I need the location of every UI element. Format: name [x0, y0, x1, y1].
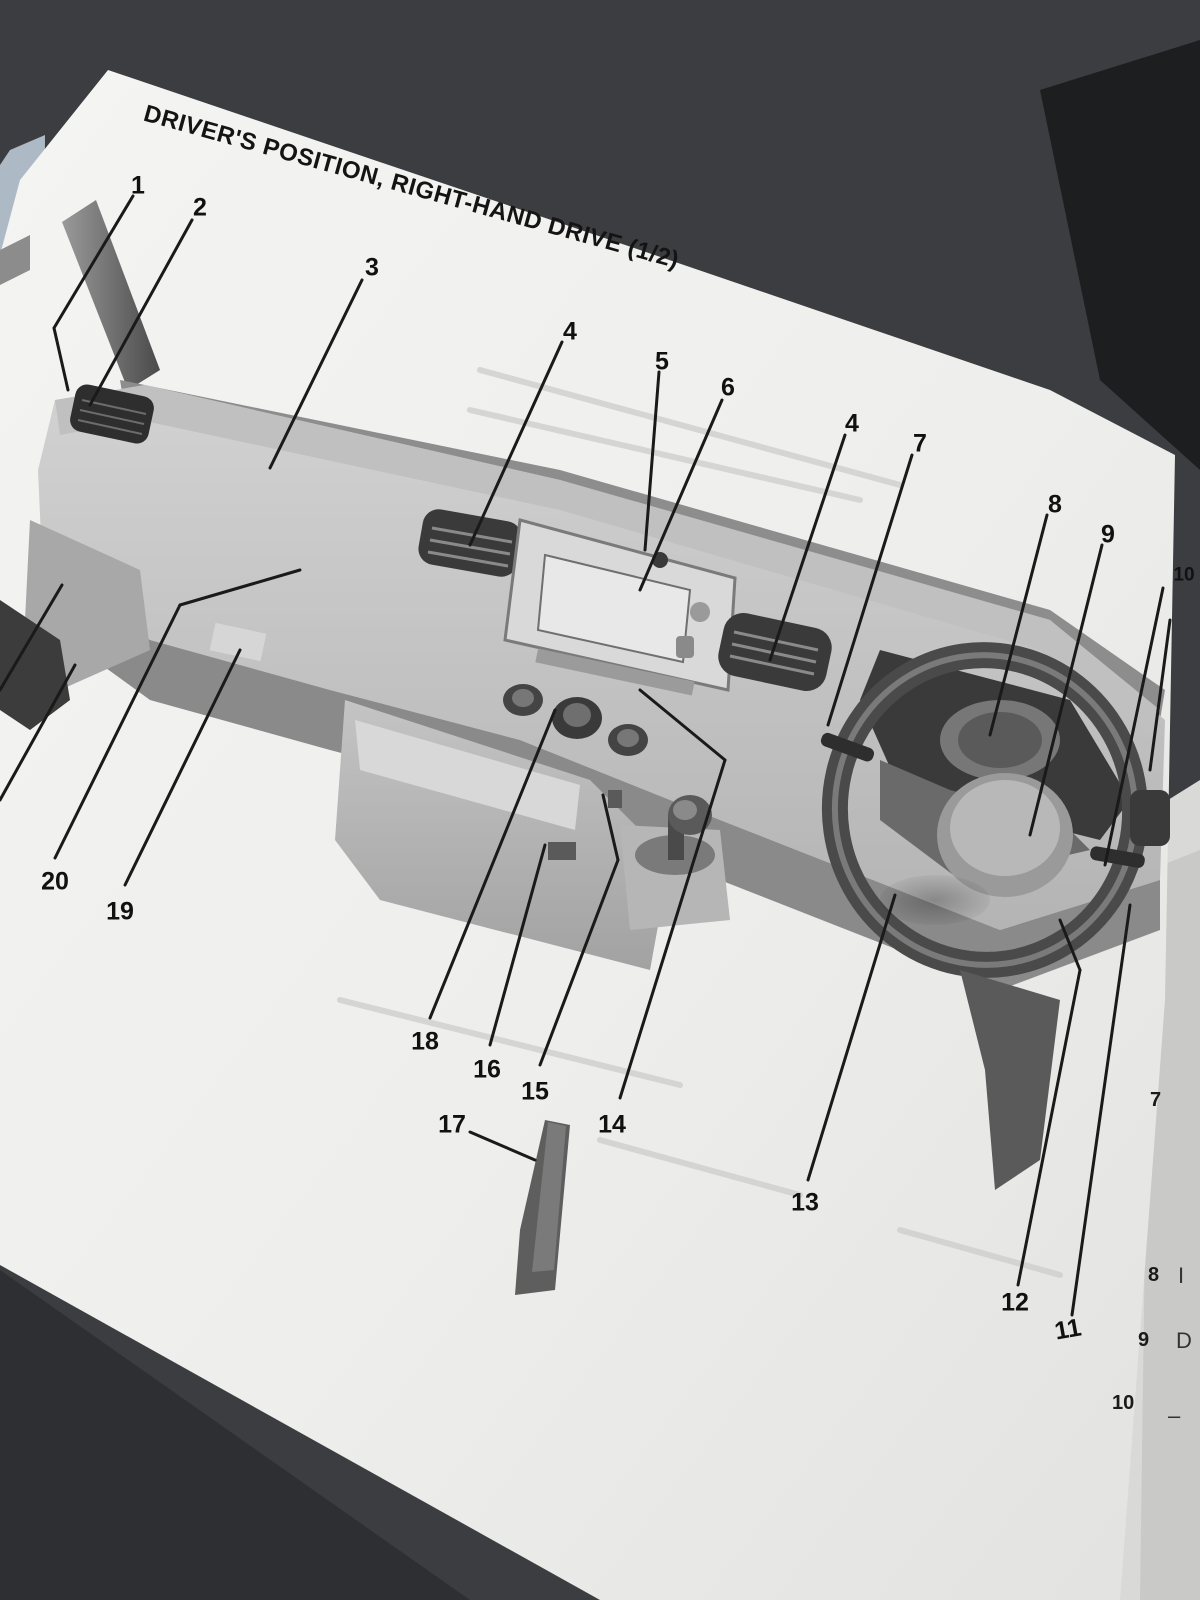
dashboard-illustration	[0, 200, 1170, 1295]
next-page-number-9: 9	[1138, 1329, 1150, 1351]
callout-7: 7	[913, 429, 927, 458]
next-page-number-7: 7	[1150, 1089, 1162, 1111]
callout-14: 14	[598, 1110, 626, 1139]
callout-1: 1	[131, 171, 145, 200]
callout-4b: 4	[845, 409, 859, 438]
callout-9: 9	[1101, 520, 1115, 549]
callout-10: 10	[1173, 564, 1195, 586]
callout-4: 4	[563, 317, 577, 346]
callout-11: 11	[1052, 1313, 1084, 1346]
callout-8: 8	[1048, 490, 1062, 519]
callout-12: 12	[1001, 1288, 1029, 1317]
callout-5: 5	[655, 347, 669, 376]
callout-15: 15	[521, 1077, 549, 1106]
callout-2: 2	[193, 193, 207, 222]
next-page-text-9: D	[1176, 1328, 1192, 1353]
callout-16: 16	[473, 1055, 501, 1084]
callout-6: 6	[721, 373, 735, 402]
callout-3: 3	[365, 253, 379, 282]
callout-13: 13	[791, 1188, 819, 1217]
next-page-text-10: –	[1168, 1403, 1181, 1428]
next-page-text-8: I	[1178, 1263, 1185, 1288]
callout-19: 19	[106, 897, 134, 926]
callout-17: 17	[438, 1110, 466, 1139]
next-page-number-10: 10	[1112, 1392, 1135, 1414]
callout-18: 18	[411, 1027, 439, 1056]
callout-20: 20	[41, 867, 69, 896]
next-page-number-8: 8	[1148, 1264, 1160, 1286]
